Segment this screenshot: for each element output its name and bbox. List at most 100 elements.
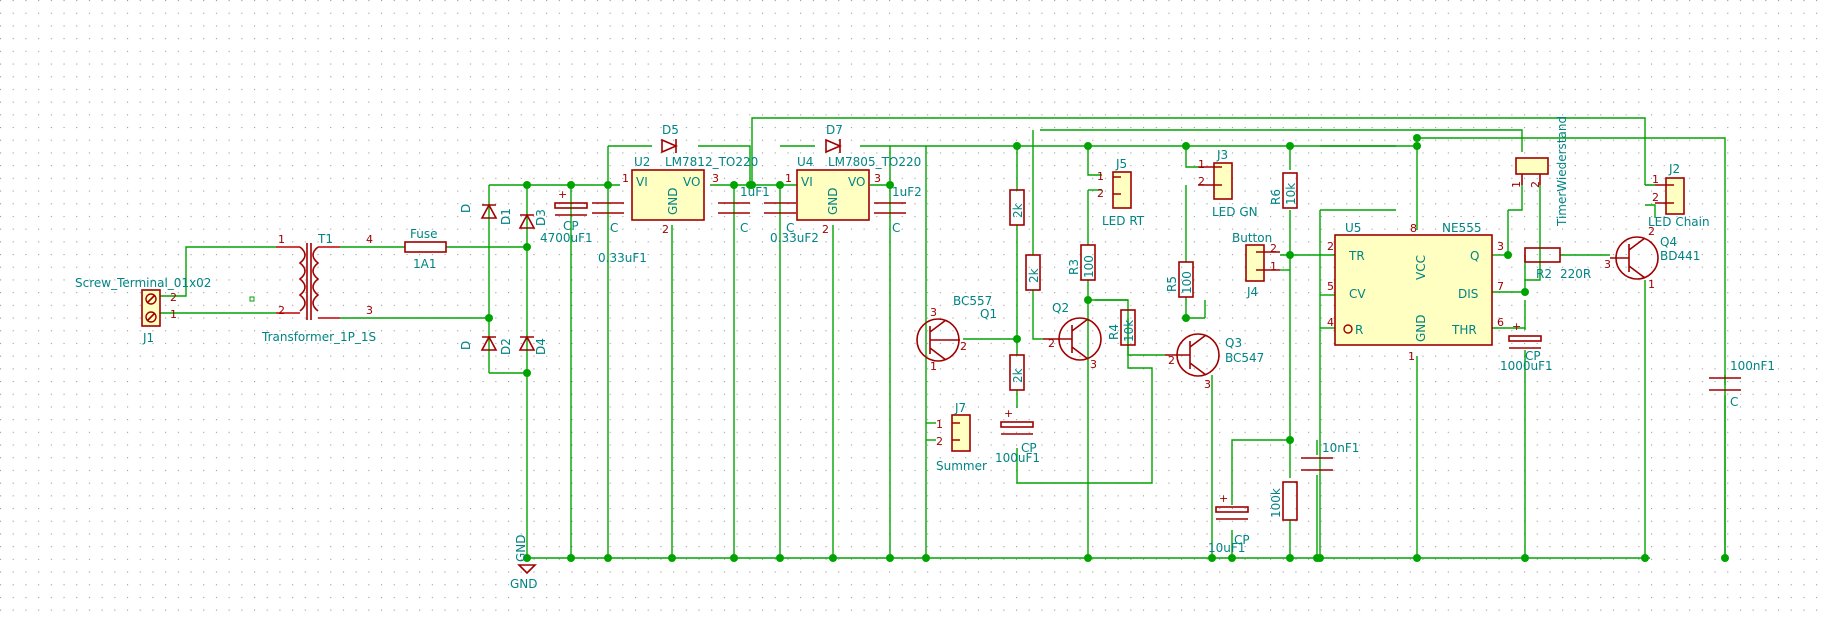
r-100k[interactable]: 100k bbox=[1269, 481, 1298, 521]
timer-pin1: 1 bbox=[1510, 181, 1523, 188]
r6-ref: R6 bbox=[1269, 189, 1283, 205]
c-1uf-1[interactable]: 1uF1 C bbox=[718, 185, 770, 235]
ne555-pin7: 7 bbox=[1497, 280, 1504, 293]
j4-button-connector[interactable]: 2 1 Button J4 bbox=[1232, 231, 1280, 299]
j7-pin2: 2 bbox=[936, 435, 943, 448]
u4-pin3: 3 bbox=[874, 172, 881, 185]
r6-resistor[interactable]: R6 10k bbox=[1269, 172, 1298, 209]
ne555-pin6: 6 bbox=[1497, 316, 1504, 329]
cp3-plus: + bbox=[1512, 320, 1521, 333]
u2-pin1: 1 bbox=[622, 172, 629, 185]
u5-ne555[interactable]: TR VCC Q CV DIS R GND THR 2 8 3 5 7 4 6 … bbox=[1327, 221, 1504, 363]
r4-value: 10k bbox=[1122, 320, 1136, 342]
fuse[interactable]: Fuse 1A1 bbox=[404, 227, 447, 271]
c-033uf-1[interactable]: C 0.33uF1 bbox=[592, 202, 647, 265]
j1-pin2-number: 2 bbox=[170, 291, 177, 304]
u4-lm7805[interactable]: VI VO GND 1 3 2 U4 LM7805_TO220 bbox=[785, 155, 921, 236]
c-c-value: 0.33uF2 bbox=[770, 231, 819, 245]
j5-ref: J5 bbox=[1115, 157, 1127, 171]
u4-ref: U4 bbox=[797, 155, 813, 169]
u4-pin1: 1 bbox=[785, 172, 792, 185]
c-b-value: 1uF1 bbox=[740, 185, 770, 199]
q2-transistor[interactable]: 2 3 Q2 bbox=[1043, 301, 1102, 371]
ne555-dis-label: DIS bbox=[1458, 287, 1478, 301]
cp-100uf[interactable]: + CP 100uF1 bbox=[995, 407, 1040, 465]
j7-ref: J7 bbox=[954, 401, 966, 415]
ne555-cv-label: CV bbox=[1349, 287, 1366, 301]
q1-value: BC557 bbox=[953, 294, 992, 308]
j5-led-rt-connector[interactable]: 1 2 J5 LED RT bbox=[1097, 157, 1145, 228]
q3-value: BC547 bbox=[1225, 351, 1264, 365]
c-d-value: 1uF2 bbox=[892, 185, 922, 199]
cp-1000uf[interactable]: + CP 1000uF1 bbox=[1500, 320, 1553, 373]
j1-ref: J1 bbox=[142, 331, 154, 345]
u2-value: LM7812_TO220 bbox=[665, 155, 758, 169]
u4-value: LM7805_TO220 bbox=[828, 155, 921, 169]
j7-summer-connector[interactable]: 1 2 J7 Summer bbox=[936, 401, 987, 473]
q4-value: BD441 bbox=[1660, 249, 1700, 263]
r5-ref: R5 bbox=[1165, 276, 1179, 292]
led-rt-label: LED RT bbox=[1102, 214, 1145, 228]
r-2k-a-value: 2k bbox=[1011, 203, 1025, 218]
r2-resistor[interactable]: R2 220R bbox=[1524, 247, 1591, 281]
cp-4700uf[interactable]: + CP 4700uF1 bbox=[540, 188, 593, 245]
j3-led-gn-connector[interactable]: 1 2 J3 LED GN bbox=[1198, 148, 1258, 219]
j2-pin1: 1 bbox=[1652, 173, 1659, 186]
j1-screw-terminal[interactable]: 2 1 J1 Screw_Terminal_01x02 bbox=[75, 276, 211, 345]
q4-pin3: 3 bbox=[1604, 258, 1611, 271]
cp4-ref: CP bbox=[1234, 533, 1250, 547]
d7-diode[interactable]: D7 bbox=[825, 123, 843, 154]
c-10nf[interactable]: 10nF1 bbox=[1301, 441, 1359, 471]
j1-pin1-number: 1 bbox=[170, 308, 177, 321]
r4-resistor[interactable]: R4 10k bbox=[1107, 309, 1136, 346]
c-d-ref: C bbox=[892, 221, 900, 235]
gnd-symbol-label: GND bbox=[510, 577, 538, 591]
bridge-rectifier[interactable]: D D1 D3 D D2 D4 bbox=[459, 203, 548, 355]
ne555-pin8: 8 bbox=[1410, 222, 1417, 235]
r3-ref: R3 bbox=[1067, 259, 1081, 275]
j2-led-chain-connector[interactable]: 1 2 J2 LED Chain bbox=[1648, 162, 1710, 229]
j4-pin2: 2 bbox=[1270, 242, 1277, 255]
r2-ref: R2 bbox=[1536, 267, 1552, 281]
d5-ref: D5 bbox=[662, 123, 679, 137]
r-2k-c[interactable]: 2k bbox=[1009, 354, 1025, 391]
timer-wiederstand-label: TimerWiederstand bbox=[1555, 116, 1569, 227]
c-100nf[interactable]: 100nF1 C bbox=[1709, 359, 1775, 409]
r-2k-a[interactable]: 2k bbox=[1009, 189, 1025, 226]
q4-bd441[interactable]: 3 2 1 Q4 BD441 bbox=[1604, 225, 1700, 291]
cp2-ref: CP bbox=[1021, 441, 1037, 455]
gnd-symbol: GND GND bbox=[510, 534, 538, 591]
q1-bc557[interactable]: 3 1 2 BC557 Q1 bbox=[916, 294, 997, 373]
u2-pin3: 3 bbox=[712, 172, 719, 185]
r5-value: 100 bbox=[1180, 271, 1194, 294]
c-c-ref: C bbox=[786, 221, 794, 235]
led-gn-label: LED GN bbox=[1212, 205, 1258, 219]
r5-resistor[interactable]: R5 100 bbox=[1165, 261, 1194, 298]
ne555-tr-label: TR bbox=[1348, 249, 1365, 263]
d5-diode[interactable]: D5 bbox=[661, 123, 679, 154]
u4-vo-label: VO bbox=[848, 175, 865, 189]
c-033uf-2[interactable]: C 0.33uF2 bbox=[764, 202, 819, 245]
q3-bc547[interactable]: 2 3 Q3 BC547 bbox=[1165, 333, 1264, 391]
u2-lm7812[interactable]: VI VO GND 1 3 2 U2 LM7812_TO220 bbox=[622, 155, 758, 236]
u5-value: NE555 bbox=[1442, 221, 1481, 235]
cp2-plus: + bbox=[1004, 407, 1013, 420]
ne555-vcc-label: VCC bbox=[1414, 255, 1428, 280]
r3-resistor[interactable]: R3 100 bbox=[1067, 244, 1096, 281]
j7-pin1: 1 bbox=[936, 418, 943, 431]
q2-pin2: 2 bbox=[1048, 337, 1055, 350]
timer-wiederstand-connector[interactable]: 1 2 TimerWiederstand bbox=[1510, 116, 1569, 227]
u2-ref: U2 bbox=[634, 155, 650, 169]
led-chain-label: LED Chain bbox=[1648, 215, 1710, 229]
cp-10uf[interactable]: + CP 10uF1 bbox=[1208, 492, 1250, 555]
fuse-ref: 1A1 bbox=[413, 257, 436, 271]
ne555-pin2: 2 bbox=[1327, 240, 1334, 253]
j4-pin1: 1 bbox=[1270, 260, 1277, 273]
button-label: Button bbox=[1232, 231, 1272, 245]
t1-transformer[interactable]: 1 2 4 3 T1 Transformer_1P_1S bbox=[249, 232, 376, 344]
j4-ref: J4 bbox=[1246, 285, 1258, 299]
r-2k-b[interactable]: 2k bbox=[1025, 254, 1041, 291]
d3-ref: D3 bbox=[534, 209, 548, 226]
c-1uf-2[interactable]: 1uF2 C bbox=[874, 185, 922, 235]
